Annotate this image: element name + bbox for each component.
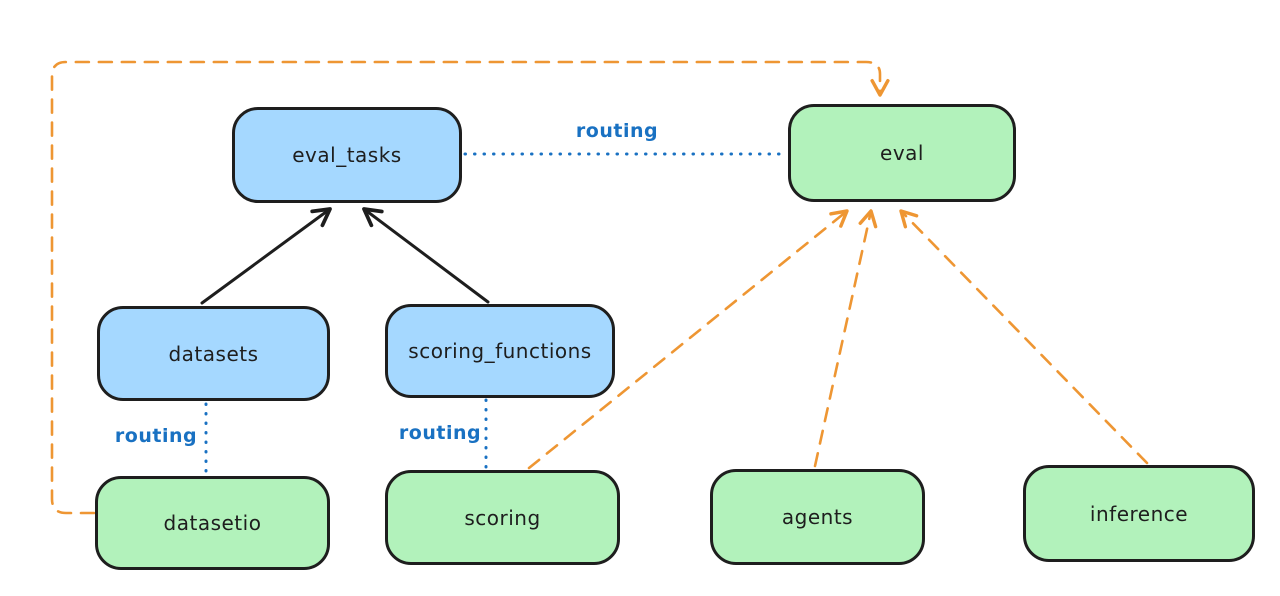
routing-label-datasets: routing (114, 425, 198, 447)
node-scoring-label: scoring (464, 505, 541, 530)
routing-label-top: routing (575, 120, 659, 142)
node-scoring: scoring (385, 470, 620, 565)
node-datasets-label: datasets (168, 341, 259, 366)
routing-label-scoring: routing (398, 422, 482, 444)
node-eval-label: eval (880, 141, 924, 165)
edge-scoring-functions-to-eval-tasks (362, 207, 490, 304)
node-datasetio: datasetio (95, 476, 330, 570)
edge-agents-to-eval (813, 209, 878, 468)
edge-inference-to-eval (899, 209, 1149, 465)
node-agents: agents (710, 469, 925, 565)
node-eval: eval (788, 104, 1016, 202)
node-eval-tasks: eval_tasks (232, 107, 462, 203)
edge-datasets-to-eval-tasks (200, 207, 332, 305)
node-scoring-functions: scoring_functions (385, 304, 615, 398)
node-inference-label: inference (1089, 501, 1189, 526)
edge-scoring-to-eval (527, 209, 849, 470)
node-datasets: datasets (97, 306, 330, 401)
node-scoring-functions-label: scoring_functions (408, 339, 592, 363)
edge-datasetio-to-eval (50, 60, 890, 515)
node-agents-label: agents (781, 505, 854, 529)
node-eval-tasks-label: eval_tasks (292, 143, 402, 167)
node-inference: inference (1023, 465, 1255, 562)
node-datasetio-label: datasetio (163, 511, 262, 535)
